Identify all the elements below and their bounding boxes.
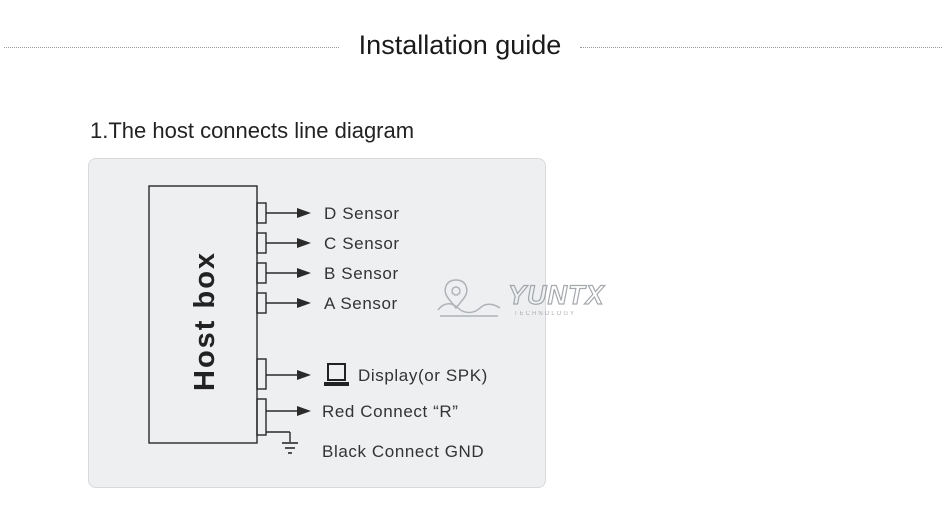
page-title: Installation guide	[358, 30, 562, 60]
arrow-right-icon	[297, 208, 311, 218]
label-b-sensor: B Sensor	[324, 264, 399, 283]
arrow-right-icon	[297, 406, 311, 416]
location-pin-icon	[444, 279, 468, 310]
label-red-connect: Red Connect “R”	[322, 402, 459, 421]
arrow-right-icon	[297, 238, 311, 248]
wiring-diagram: D Sensor C Sensor B Sensor A Sensor Disp…	[148, 185, 488, 461]
label-a-sensor: A Sensor	[324, 294, 398, 313]
cloud-swoosh-icon	[437, 303, 501, 314]
dotted-divider-right	[580, 47, 942, 48]
monitor-icon	[324, 363, 349, 386]
terminal-a	[256, 292, 267, 314]
terminal-b	[256, 262, 267, 284]
terminal-display	[256, 358, 267, 390]
watermark-subtext: TECHNOLOGY	[514, 311, 576, 317]
host-box	[148, 185, 258, 444]
label-c-sensor: C Sensor	[324, 234, 400, 253]
host-box-label: Host box	[189, 251, 221, 391]
brand-watermark: YUNTX TECHNOLOGY	[437, 279, 605, 317]
label-black-connect: Black Connect GND	[322, 442, 484, 461]
ground-icon	[282, 442, 298, 454]
arrow-right-icon	[297, 298, 311, 308]
label-d-sensor: D Sensor	[324, 204, 400, 223]
wiring-diagram-panel: D Sensor C Sensor B Sensor A Sensor Disp…	[88, 158, 546, 488]
terminal-power	[256, 398, 267, 436]
label-display: Display(or SPK)	[358, 366, 488, 385]
terminal-d	[256, 202, 267, 224]
arrow-right-icon	[297, 370, 311, 380]
dotted-divider-left	[4, 47, 339, 48]
section-header: Installation guide	[0, 28, 950, 62]
watermark-text: YUNTX	[508, 280, 605, 310]
terminal-c	[256, 232, 267, 254]
diagram-heading: 1.The host connects line diagram	[90, 118, 415, 143]
arrow-right-icon	[297, 268, 311, 278]
